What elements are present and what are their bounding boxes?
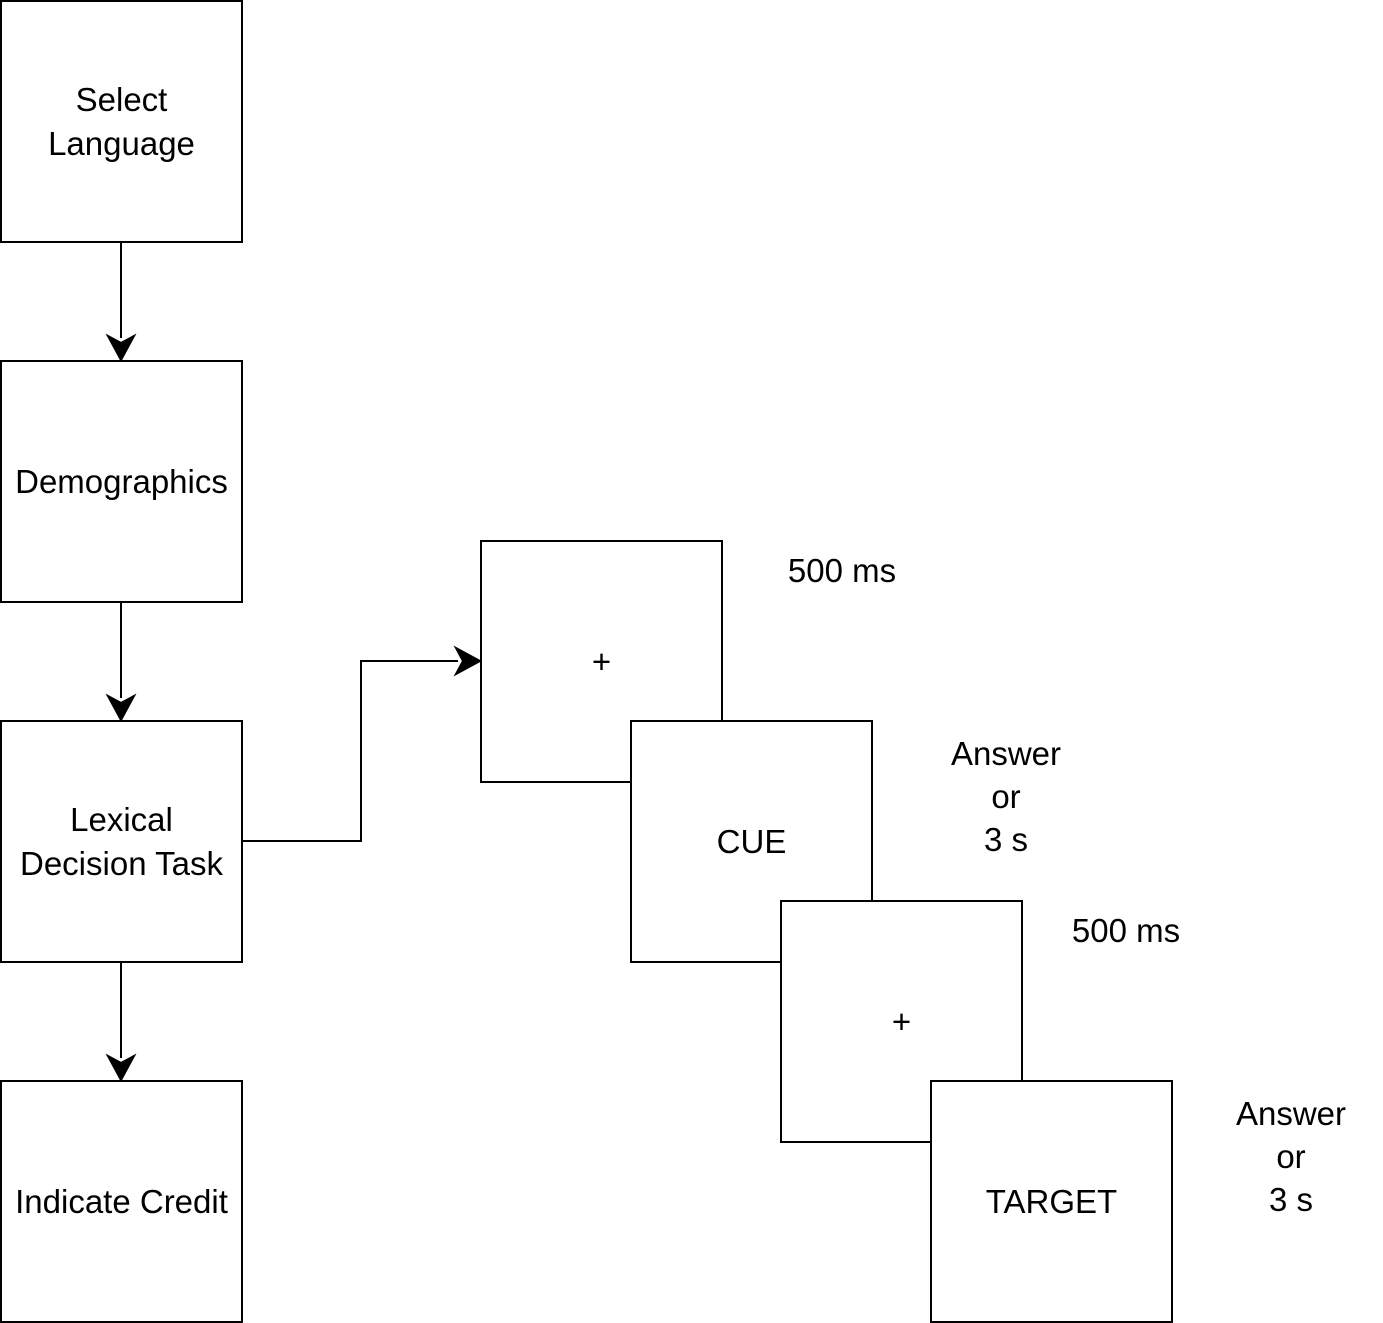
target-screen: TARGET — [930, 1080, 1173, 1323]
fixation-cross-1: + — [591, 642, 612, 680]
select-language-box: Select Language — [0, 0, 243, 243]
arrowhead-demographics-to-lexical — [105, 693, 137, 723]
lexical-decision-task-box: Lexical Decision Task — [0, 720, 243, 963]
indicate-credit-box: Indicate Credit — [0, 1080, 243, 1323]
cue-duration: Answer or 3 s — [950, 735, 1062, 858]
arrow-lexical-to-trial — [243, 660, 458, 842]
arrowhead-select-to-demographics — [105, 333, 137, 363]
demographics-label: Demographics — [15, 462, 228, 500]
target-duration: Answer or 3 s — [1235, 1095, 1347, 1218]
arrowhead-lexical-to-trial — [453, 645, 483, 677]
fixation-2-duration: 500 ms — [1071, 912, 1181, 949]
fixation-1-duration: 500 ms — [787, 552, 897, 589]
cue-label: CUE — [716, 822, 787, 860]
target-label: TARGET — [985, 1182, 1118, 1220]
indicate-credit-label: Indicate Credit — [15, 1182, 228, 1220]
select-language-label: Select Language — [48, 80, 195, 162]
lexical-decision-task-label: Lexical Decision Task — [20, 800, 223, 882]
fixation-cross-2: + — [891, 1002, 912, 1040]
demographics-box: Demographics — [0, 360, 243, 603]
arrowhead-lexical-to-credit — [105, 1053, 137, 1083]
